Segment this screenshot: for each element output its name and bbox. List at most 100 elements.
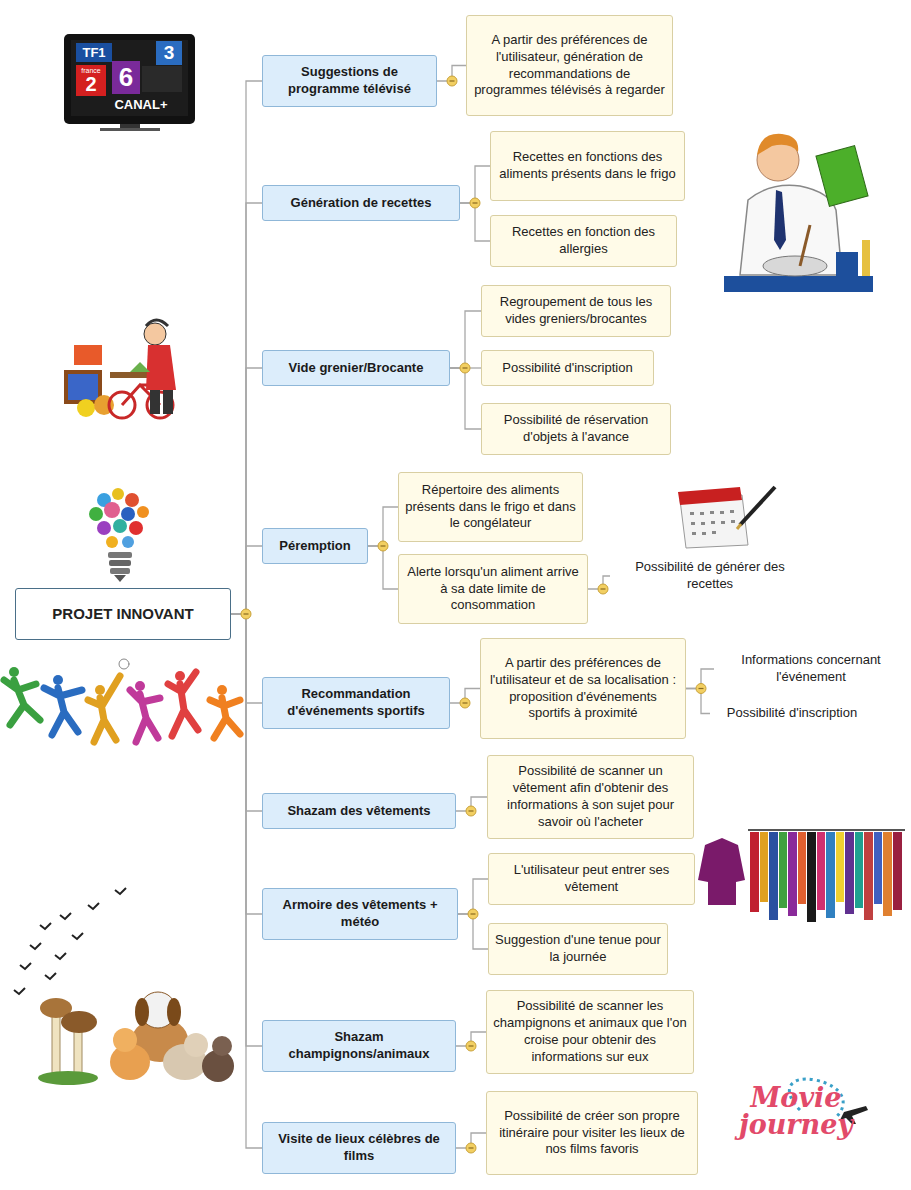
topic-text: Regroupement de tous les vides greniers/… bbox=[488, 294, 664, 328]
subtopic-box: Suggestion d'une tenue pour la journée bbox=[488, 923, 668, 975]
illustration-part bbox=[89, 507, 103, 521]
connector-line bbox=[368, 546, 398, 589]
illustration-part bbox=[184, 1033, 208, 1057]
illustration-part bbox=[210, 698, 240, 738]
root-topic-box: PROJET INNOVANT bbox=[15, 588, 231, 640]
junction-minus bbox=[469, 810, 474, 811]
branch-topic-box: Shazam des vêtements bbox=[262, 793, 456, 829]
illustration-part bbox=[129, 521, 143, 535]
birds-illustration bbox=[14, 888, 126, 994]
illustration-part bbox=[106, 536, 118, 548]
illustration-part bbox=[750, 832, 902, 922]
illustration-part bbox=[836, 252, 858, 276]
connector-line bbox=[450, 311, 481, 368]
illustration-part bbox=[64, 34, 195, 124]
illustration-part bbox=[779, 832, 787, 908]
illustration-part bbox=[135, 681, 145, 691]
topic-text: Possibilité de créer son propre itinérai… bbox=[493, 1108, 691, 1159]
junction-minus bbox=[450, 80, 455, 81]
illustration-part bbox=[724, 118, 873, 292]
illustration-part bbox=[100, 128, 160, 131]
junction-minus bbox=[381, 545, 386, 546]
illustration-part bbox=[711, 521, 715, 524]
topic-text: Informations concernant l'événement bbox=[724, 652, 898, 686]
subtopic-box: L'utilisateur peut entrer ses vêtement bbox=[488, 853, 695, 905]
illustration-part bbox=[212, 1036, 232, 1056]
topic-text: Suggestions de programme télévisé bbox=[269, 64, 430, 98]
illustration-part bbox=[698, 838, 745, 905]
illustration-part bbox=[788, 832, 797, 916]
connector-line bbox=[231, 203, 262, 614]
junction-dot bbox=[466, 1143, 476, 1153]
illustration-part bbox=[130, 690, 160, 742]
topic-text: Visite de lieux célèbres de films bbox=[269, 1131, 449, 1165]
subtopic-text: Possibilité de générer des recettes bbox=[614, 553, 806, 599]
topic-text: Recettes en fonctions des aliments prése… bbox=[497, 149, 678, 183]
illustration-part bbox=[175, 671, 185, 681]
junction-dot bbox=[470, 198, 480, 208]
illustration-part bbox=[52, 1012, 60, 1074]
topic-text: Possibilité de générer des recettes bbox=[620, 559, 800, 593]
junction-minus bbox=[463, 367, 468, 368]
subtopic-box: Possibilité de scanner les champignons e… bbox=[486, 990, 694, 1074]
junction-dot bbox=[466, 806, 476, 816]
branch-topic-box: Visite de lieux célèbres de films bbox=[262, 1122, 456, 1174]
illustration-part bbox=[710, 511, 714, 514]
illustration-part bbox=[702, 532, 706, 535]
illustration-part bbox=[14, 988, 25, 994]
illustration-part bbox=[97, 521, 111, 535]
illustration-part bbox=[61, 1011, 97, 1033]
branch-topic-box: Recommandation d'événements sportifs bbox=[262, 677, 450, 729]
junction-dot bbox=[447, 76, 457, 86]
subtopic-text: Possibilité d'inscription bbox=[714, 699, 870, 728]
illustration-part bbox=[740, 185, 842, 275]
subtopic-box: Possibilité de créer son propre itinérai… bbox=[486, 1091, 698, 1175]
junction-minus bbox=[469, 1147, 474, 1148]
branch-topic-box: Shazam champignons/animaux bbox=[262, 1020, 456, 1072]
junction-dot bbox=[598, 584, 608, 594]
logo-text: 2 bbox=[76, 74, 106, 94]
tv-illustration bbox=[64, 34, 195, 131]
junction-dot bbox=[378, 541, 388, 551]
branch-topic-box: Suggestions de programme télévisé bbox=[262, 55, 437, 107]
illustration-part bbox=[60, 913, 71, 919]
illustration-part bbox=[700, 512, 704, 515]
illustration-part bbox=[125, 493, 139, 507]
subtopic-box: A partir des préférences de l'utilisateu… bbox=[466, 15, 673, 116]
illustration-part bbox=[9, 667, 19, 677]
subtopic-box: Alerte lorsqu'un aliment arrive à sa dat… bbox=[398, 554, 588, 624]
illustration-part bbox=[142, 66, 182, 92]
illustration-part bbox=[146, 345, 176, 390]
subtopic-box: Recettes en fonctions des aliments prése… bbox=[490, 131, 685, 201]
illustration-part bbox=[845, 832, 854, 914]
connector-line bbox=[231, 614, 262, 1148]
topic-text: A partir des préférences de l'utilisateu… bbox=[473, 32, 666, 100]
illustration-part bbox=[40, 923, 51, 929]
topic-text: Armoire des vêtements + météo bbox=[269, 897, 451, 931]
illustration-part bbox=[45, 973, 56, 979]
topic-text: A partir des préférences de l'utilisateu… bbox=[487, 655, 679, 723]
illustration-part bbox=[855, 832, 863, 908]
topic-text: L'utilisateur peut entrer ses vêtement bbox=[495, 862, 688, 896]
illustration-part bbox=[750, 832, 759, 912]
connector-line bbox=[460, 166, 490, 203]
illustration-part bbox=[66, 372, 100, 402]
illustration-part bbox=[146, 320, 168, 326]
logo-text: CANAL+ bbox=[98, 98, 184, 111]
connector-line bbox=[231, 368, 262, 614]
illustration-part bbox=[748, 829, 905, 831]
connector-line bbox=[460, 203, 490, 241]
illustration-part bbox=[701, 522, 705, 525]
junction-minus bbox=[469, 1045, 474, 1046]
illustration-part bbox=[817, 832, 825, 910]
illustration-part bbox=[95, 685, 105, 695]
illustration-part bbox=[44, 688, 82, 735]
connector-line bbox=[368, 507, 398, 546]
illustration-part bbox=[712, 531, 716, 534]
illustration-part bbox=[72, 933, 83, 939]
illustration-part bbox=[724, 276, 873, 292]
illustration-part bbox=[76, 65, 106, 96]
topic-text: Recommandation d'événements sportifs bbox=[269, 686, 443, 720]
topic-text: Suggestion d'une tenue pour la journée bbox=[495, 932, 661, 966]
